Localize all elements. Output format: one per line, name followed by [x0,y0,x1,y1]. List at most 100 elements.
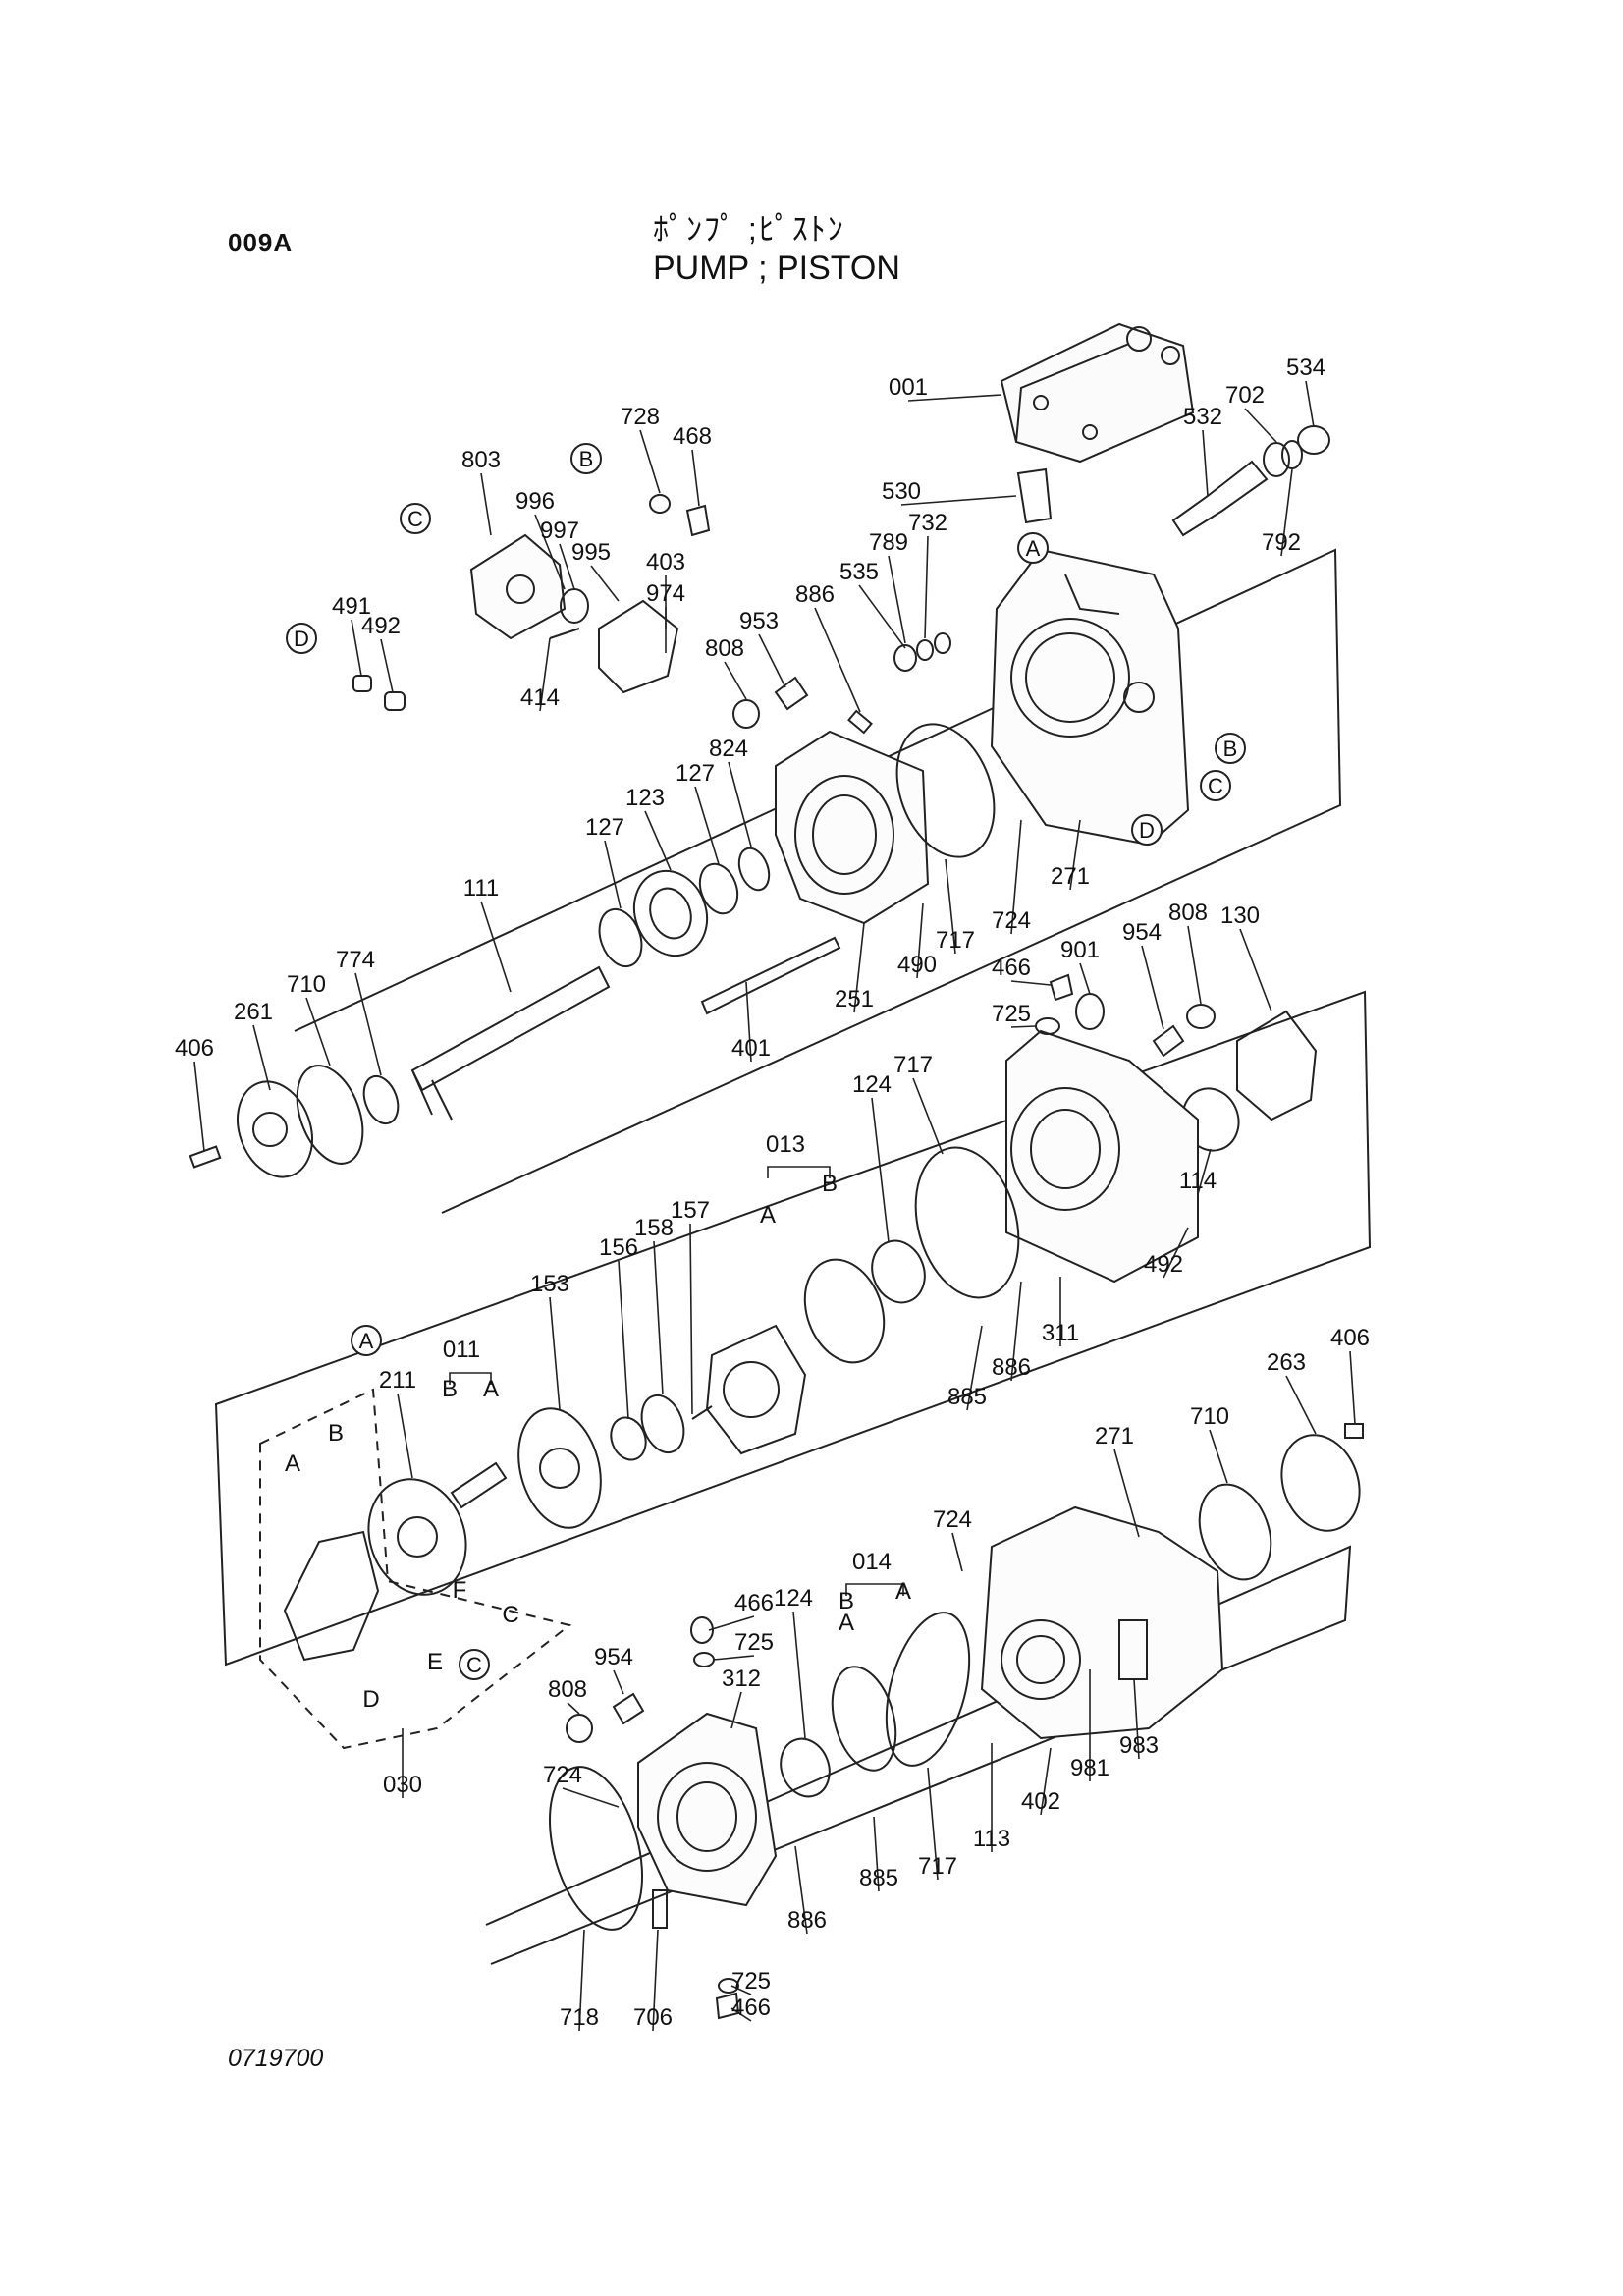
callout-271: 271 [1051,863,1090,890]
letter-label-F: F [453,1577,467,1604]
callout-001: 001 [889,374,928,401]
ref-circle [1131,814,1163,846]
leader-line [724,661,747,700]
callout-271: 271 [1095,1423,1134,1449]
leader-line [480,472,492,536]
callout-824: 824 [709,736,748,762]
circled-ref-C: C [1200,770,1231,801]
leader-line [1280,468,1293,557]
callout-995: 995 [571,539,611,566]
callout-728: 728 [621,404,660,430]
callout-466: 466 [734,1590,774,1616]
leader-line [730,2007,752,2022]
callout-954: 954 [1122,919,1162,946]
callout-157: 157 [671,1197,710,1224]
callout-706: 706 [633,2004,673,2031]
leader-line [916,902,924,979]
letter-label-D: D [362,1686,379,1713]
plug-466-mid [1049,973,1074,1002]
callout-406: 406 [1330,1325,1370,1351]
letter-label-B: B [442,1376,458,1402]
ref-circle [1017,532,1049,564]
callout-013: 013 [766,1131,805,1158]
seal-774 [362,1074,400,1125]
letter-label-A: A [839,1610,854,1636]
leader-line [758,633,786,688]
callout-774: 774 [336,947,375,973]
callout-492: 492 [361,613,401,639]
frame-lower [485,1545,1352,1965]
leader-line [888,555,906,644]
leader-line [1244,408,1277,443]
plate-153 [517,1407,602,1529]
callout-124: 124 [774,1585,813,1612]
oring-728 [649,494,671,514]
ref-letter: D [1139,818,1155,843]
ref-circle [351,1325,382,1356]
letter-label-A: A [895,1578,911,1605]
callout-158: 158 [634,1215,674,1241]
solenoid-995 [598,599,679,694]
callout-127: 127 [676,760,715,787]
callout-710: 710 [1190,1403,1229,1430]
cover-263 [1280,1434,1361,1532]
oring-710-top [296,1065,364,1165]
callout-710: 710 [287,971,326,998]
plug-534 [1297,425,1330,455]
housing-271-bottom [980,1505,1224,1740]
leader-line [613,1669,624,1695]
swash-130 [1236,1010,1318,1121]
callout-153: 153 [530,1271,569,1297]
leader-line [1305,380,1315,428]
callout-014: 014 [852,1549,892,1575]
callout-803: 803 [461,447,501,473]
callout-954: 954 [594,1644,633,1670]
callout-130: 130 [1220,902,1260,929]
valve-block-311 [1005,1029,1199,1284]
callout-261: 261 [234,999,273,1025]
callout-401: 401 [731,1035,771,1062]
leader-line [912,1077,944,1155]
callout-983: 983 [1119,1732,1159,1759]
callout-535: 535 [839,559,879,585]
block-803 [469,533,567,640]
callout-792: 792 [1262,529,1301,556]
oring-718 [548,1766,644,1931]
callout-492: 492 [1144,1251,1183,1278]
leader-line [639,429,661,494]
leader-line [1040,1747,1052,1816]
leader-line [193,1061,205,1152]
leader-line [1010,819,1022,935]
leader-line [951,1532,963,1572]
regulator-001 [1000,322,1195,464]
leader-line [1010,1281,1022,1382]
ball-156 [610,1416,647,1461]
letter-label-C: C [502,1602,518,1628]
callout-702: 702 [1225,382,1265,409]
callout-953: 953 [739,608,779,634]
callout-886: 886 [787,1907,827,1934]
ref-letter: C [466,1653,482,1677]
callout-406: 406 [175,1035,214,1062]
nut-808-top [732,699,760,729]
leader-line [618,1260,629,1420]
callout-414: 414 [520,684,560,711]
callout-114: 114 [1179,1168,1217,1194]
leader-line [480,901,512,993]
leader-line [966,1325,983,1411]
leader-line [562,1787,620,1808]
callout-030: 030 [383,1772,422,1798]
leader-line [305,997,331,1066]
leader-line [924,535,929,639]
group-bracket [449,1372,492,1385]
ref-circle [1200,770,1231,801]
callout-717: 717 [918,1853,957,1880]
leader-line [794,1845,808,1935]
leader-line [1349,1350,1356,1425]
group-bracket [845,1583,904,1596]
ring-158 [640,1394,685,1454]
oring-717-top [895,723,996,858]
oring-702 [1263,442,1290,477]
